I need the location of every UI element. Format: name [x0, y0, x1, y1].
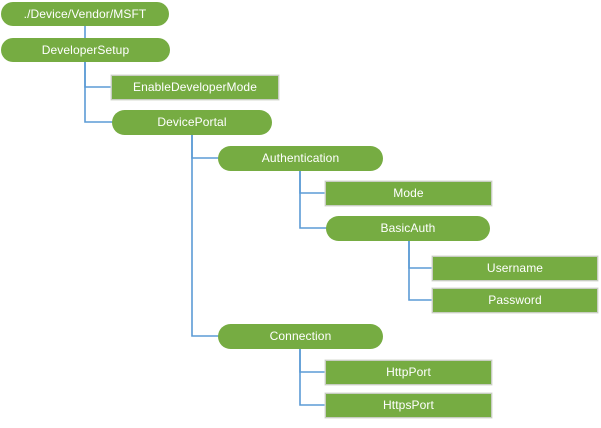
node-label-password: Password	[488, 293, 542, 307]
node-root[interactable]: ./Device/Vendor/MSFT	[1, 2, 169, 26]
connector-connection-to-httpport	[299, 348, 326, 373]
node-label-connection: Connection	[269, 329, 332, 343]
node-mode[interactable]: Mode	[325, 181, 492, 206]
node-enabledevelopermode[interactable]: EnableDeveloperMode	[111, 75, 279, 100]
node-httpsport[interactable]: HttpsPort	[325, 393, 492, 418]
node-authentication[interactable]: Authentication	[218, 146, 383, 171]
connector-deviceportal-to-connection	[191, 134, 219, 337]
connector-authentication-to-mode	[299, 170, 326, 194]
node-label-username: Username	[486, 261, 544, 275]
connector-basicauth-to-password	[408, 240, 433, 301]
connector-basicauth-to-username	[408, 240, 433, 269]
node-httpport[interactable]: HttpPort	[325, 360, 492, 385]
connector-connection-to-httpsport	[299, 348, 326, 406]
connector-developersetup-to-deviceportal	[84, 61, 113, 123]
node-password[interactable]: Password	[432, 288, 598, 313]
node-deviceportal[interactable]: DevicePortal	[112, 110, 272, 135]
node-label-enabledevelopermode: EnableDeveloperMode	[133, 80, 257, 94]
node-label-authentication: Authentication	[261, 151, 340, 165]
node-label-deviceportal: DevicePortal	[157, 115, 227, 129]
node-connection[interactable]: Connection	[218, 324, 383, 349]
connector-developersetup-to-enabledevelopermode	[84, 61, 112, 88]
node-label-httpsport: HttpsPort	[383, 398, 434, 412]
node-label-mode: Mode	[393, 186, 424, 200]
node-basicauth[interactable]: BasicAuth	[326, 216, 490, 241]
node-developersetup[interactable]: DeveloperSetup	[1, 38, 170, 62]
connector-deviceportal-to-authentication	[191, 134, 219, 159]
node-label-developersetup: DeveloperSetup	[41, 42, 130, 57]
node-label-root: ./Device/Vendor/MSFT	[23, 6, 147, 21]
node-label-basicauth: BasicAuth	[380, 221, 436, 235]
node-label-httpport: HttpPort	[386, 365, 431, 379]
node-username[interactable]: Username	[432, 256, 598, 281]
connector-authentication-to-basicauth	[299, 170, 327, 229]
